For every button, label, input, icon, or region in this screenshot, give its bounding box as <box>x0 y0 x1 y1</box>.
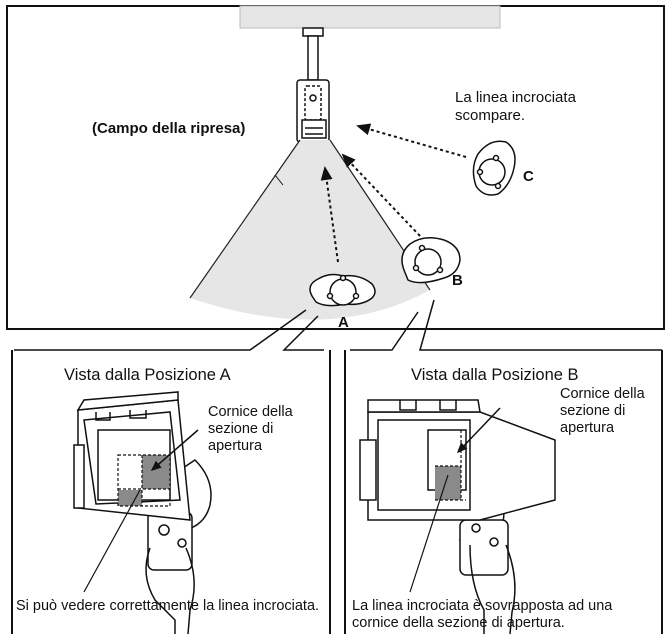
frame-outline-a <box>117 454 171 507</box>
panel-a-frame-label: Cornice della sezione di apertura <box>208 404 293 454</box>
c-note: La linea incrociata scompare. <box>455 89 576 124</box>
panel-a-title: Vista dalla Posizione A <box>64 366 231 384</box>
panel-b-caption: La linea incrociata è sovrapposta ad una… <box>352 598 613 631</box>
camera-top-view <box>296 27 330 143</box>
label-b: B <box>452 272 463 289</box>
caption-leader-b <box>409 474 449 593</box>
caption-leader-a <box>83 489 141 593</box>
arrow-from-c <box>356 123 467 158</box>
arrow-from-b <box>341 153 421 237</box>
label-a: A <box>338 314 349 331</box>
frame-section-a-lower <box>118 490 142 506</box>
field-label: (Campo della ripresa) <box>92 120 246 137</box>
frame-section-a <box>142 455 170 489</box>
arrow-from-a <box>320 166 339 263</box>
field-of-view <box>190 140 430 320</box>
panel-a-frame <box>11 350 331 634</box>
person-b-icon <box>401 237 461 284</box>
panel-b-frame <box>344 350 663 634</box>
frame-section-b <box>435 466 461 500</box>
label-c: C <box>523 168 534 185</box>
ceiling <box>239 5 501 29</box>
person-c-icon <box>472 140 516 196</box>
person-a-icon <box>309 273 376 307</box>
panel-b-title: Vista dalla Posizione B <box>411 366 579 384</box>
field-label-leader <box>274 174 284 186</box>
panel-connector-lines <box>14 299 662 351</box>
panel-a-caption: Si può vedere correttamente la linea inc… <box>16 598 320 614</box>
frame-arrow-b <box>456 407 501 454</box>
frame-arrow-a <box>150 429 199 471</box>
panel-b-frame-label: Cornice della sezione di apertura <box>560 386 645 436</box>
field-edge-left <box>189 139 301 299</box>
